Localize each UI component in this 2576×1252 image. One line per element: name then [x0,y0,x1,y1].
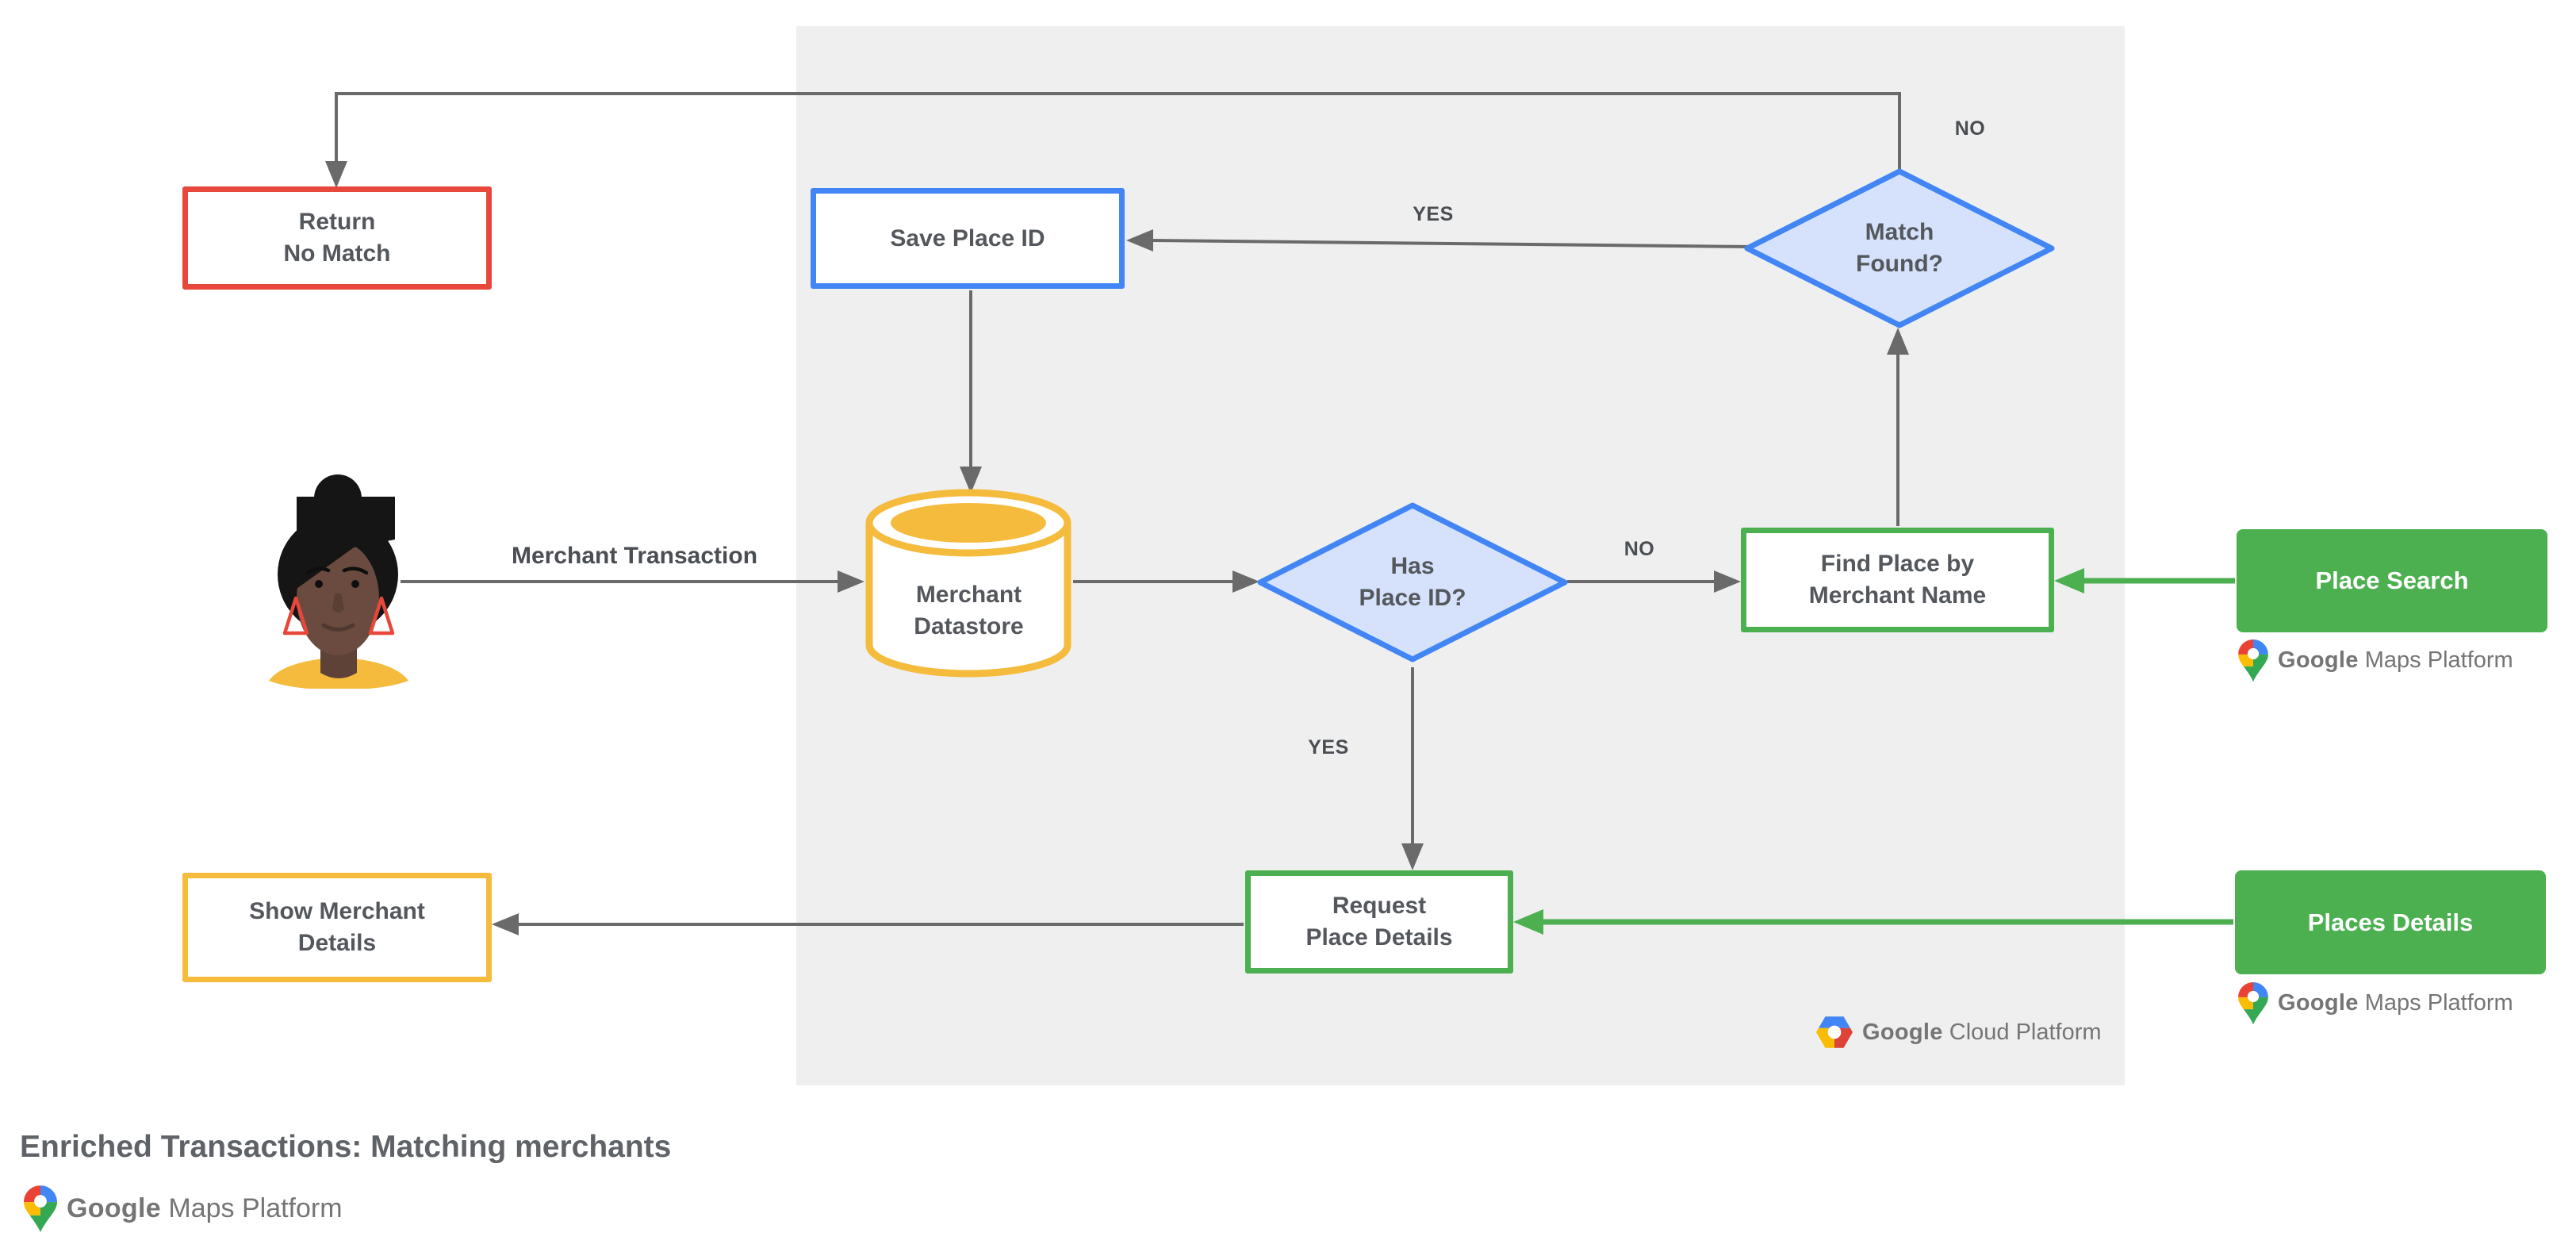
maps-platform-wordmark: Google Maps Platform [2278,990,2513,1016]
cloud-platform-wordmark: Google Cloud Platform [1862,1020,2102,1046]
google-maps-pin-icon [2238,982,2268,1024]
edge-label-merchant-transaction: Merchant Transaction [511,543,758,569]
node-return-no-match: Return No Match [182,186,492,290]
node-merchant-datastore-shape [865,489,1071,678]
node-label: Show Merchant Details [249,898,425,956]
brand-rest: Maps Platform [2364,990,2513,1016]
brand-google: Google [2278,647,2359,673]
edge-merchant-transaction [401,570,864,593]
node-place-search: Place Search [2237,529,2547,632]
node-label: Places Details [2307,908,2474,936]
user-avatar [269,474,408,689]
diagram-title: Enriched Transactions: Matching merchant… [20,1130,672,1164]
node-merchant-datastore: Merchant Datastore [914,582,1024,639]
brand-rest: Cloud Platform [1949,1019,2102,1045]
node-label: Return No Match [283,209,391,267]
brand-google: Google [2278,990,2359,1016]
edge-label-has-yes: YES [1308,736,1349,758]
edge-label-match-yes: YES [1413,203,1454,225]
node-label: Find Place by Merchant Name [1808,551,1987,609]
maps-platform-wordmark: Google Maps Platform [67,1193,343,1224]
node-find-place-by-merchant-name: Find Place by Merchant Name [1741,528,2054,632]
node-match-found-shape [1744,168,2055,328]
node-label: Place Search [2315,566,2469,594]
node-has-place-id-shape [1257,502,1568,662]
node-save-place-id: Save Place ID [811,188,1125,289]
node-request-place-details: Request Place Details [1245,870,1513,974]
cloud-platform-badge: Google Cloud Platform [1816,1016,2102,1049]
maps-platform-badge-footer: Google Maps Platform [24,1185,343,1232]
google-maps-pin-icon [24,1185,57,1232]
google-maps-pin-icon [2238,639,2268,682]
edge-label-has-no: NO [1623,538,1655,560]
node-show-merchant-details: Show Merchant Details [182,873,492,982]
brand-google: Google [67,1193,161,1223]
node-label: Save Place ID [890,225,1045,252]
brand-rest: Maps Platform [2364,647,2513,673]
node-places-details: Places Details [2235,870,2546,974]
node-label: Request Place Details [1305,893,1453,951]
maps-platform-badge-top: Google Maps Platform [2238,639,2513,682]
node-has-place-id: Has Place ID? [1359,553,1466,611]
brand-rest: Maps Platform [168,1193,343,1223]
brand-google: Google [1862,1019,1943,1045]
node-match-found: Match Found? [1856,219,1943,277]
google-cloud-hexagon-icon [1816,1016,1853,1048]
edge-label-match-no: NO [1954,117,1986,140]
maps-platform-badge-bottom: Google Maps Platform [2238,982,2513,1024]
maps-platform-wordmark: Google Maps Platform [2278,647,2513,674]
